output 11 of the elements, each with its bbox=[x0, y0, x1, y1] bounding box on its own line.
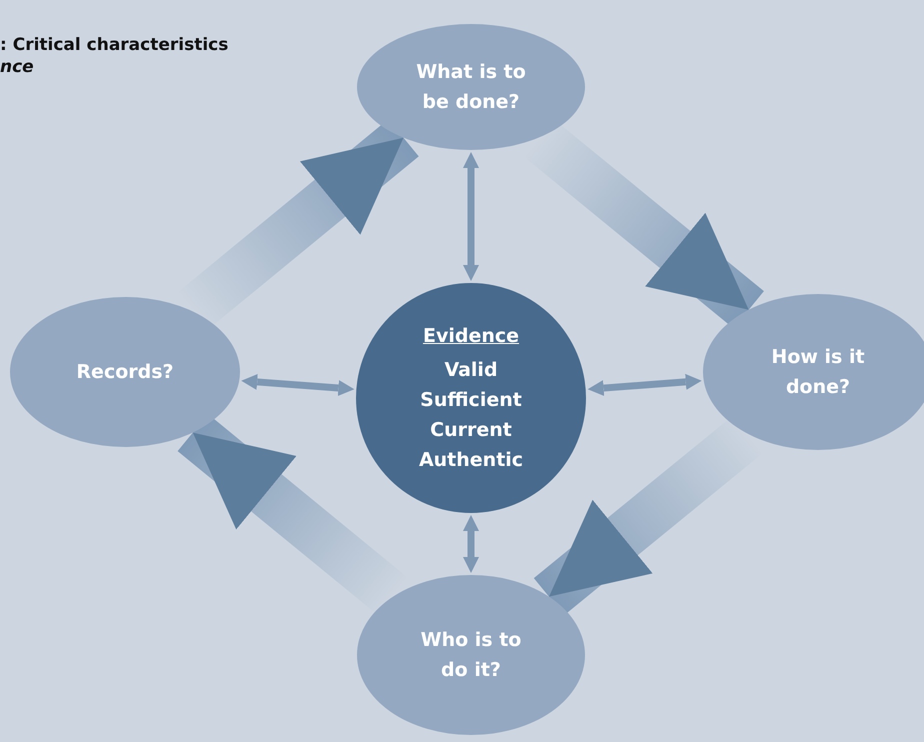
question-text: What is to be done? bbox=[416, 60, 526, 115]
double-arrow bbox=[463, 152, 479, 281]
title: : Critical characteristics nce bbox=[0, 34, 228, 78]
criteria-list: Valid Sufficient Current Authentic bbox=[396, 355, 546, 475]
question-text: Records? bbox=[75, 360, 175, 385]
heading: Evidence bbox=[422, 324, 520, 349]
double-arrow bbox=[241, 374, 354, 396]
question-text: Who is to do it? bbox=[420, 628, 522, 683]
double-arrow bbox=[463, 515, 479, 573]
question-text: How is it done? bbox=[770, 345, 866, 400]
double-arrow bbox=[588, 374, 702, 396]
